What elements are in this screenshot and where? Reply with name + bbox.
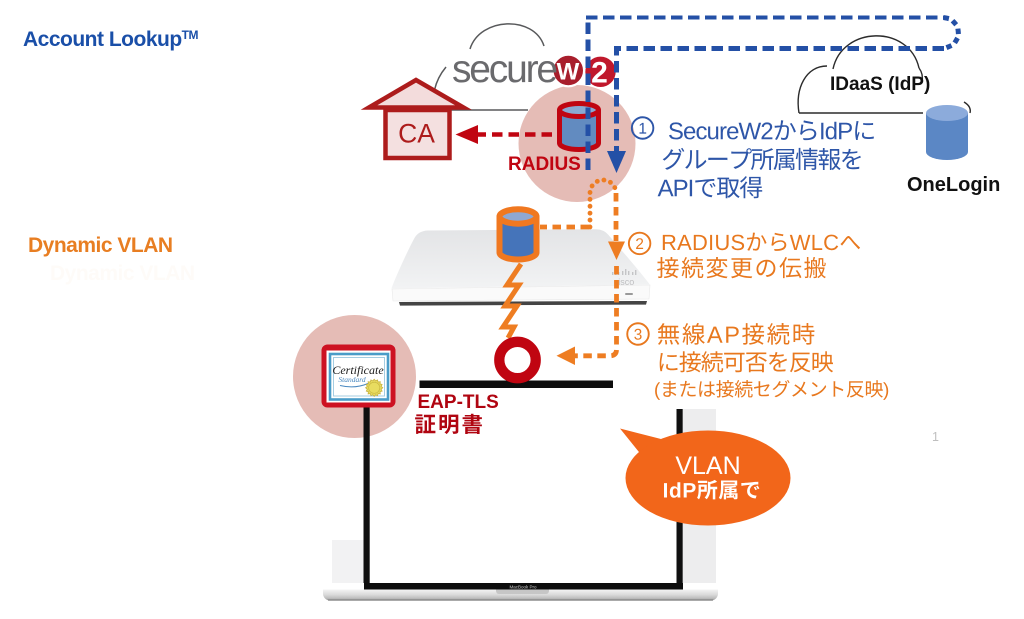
svg-text:Certificate: Certificate — [332, 363, 384, 377]
svg-text:CA: CA — [398, 119, 435, 149]
svg-text:MacBook Pro: MacBook Pro — [509, 584, 537, 589]
svg-text:2: 2 — [591, 57, 608, 90]
svg-text:Standard: Standard — [338, 375, 365, 384]
svg-text:cisco: cisco — [614, 277, 635, 287]
svg-text:W: W — [557, 59, 580, 86]
